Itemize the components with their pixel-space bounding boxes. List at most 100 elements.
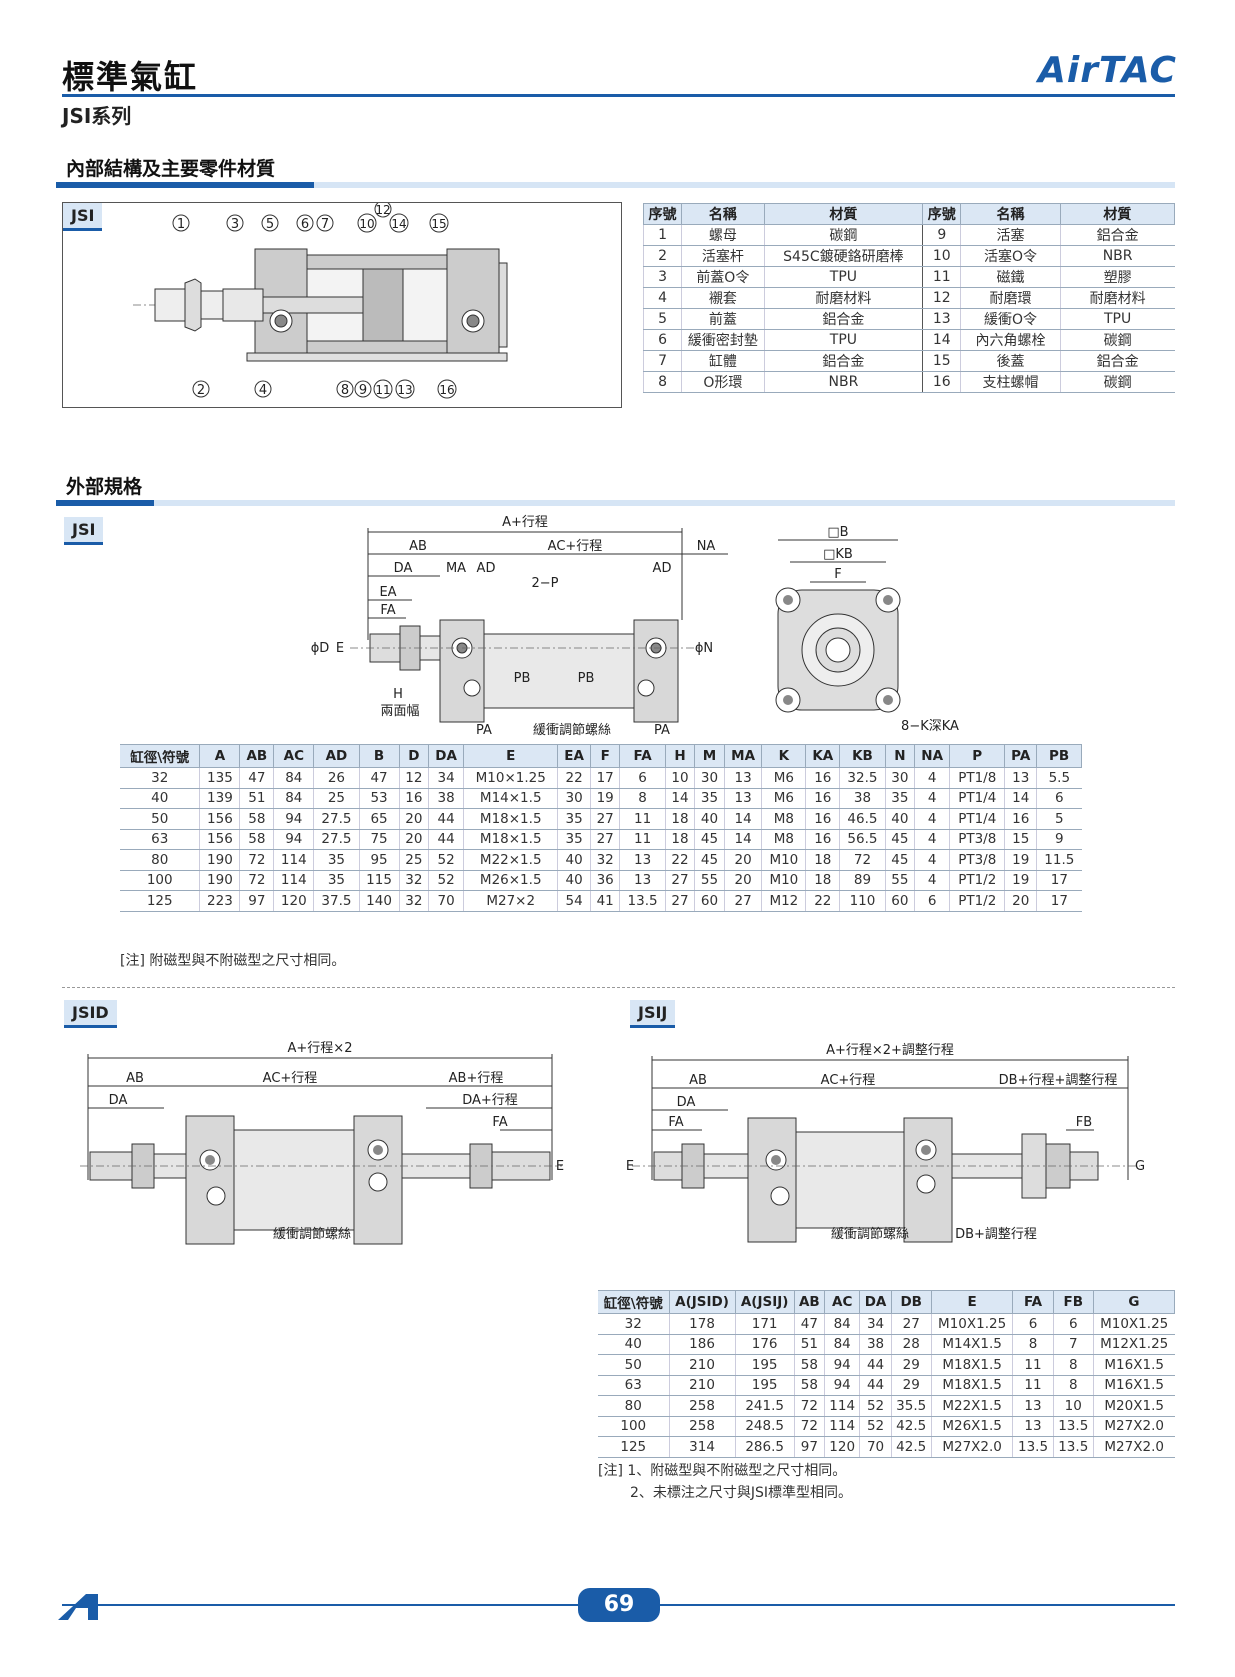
table-cell: 6 [1052, 1313, 1094, 1335]
table-cell: 50 [120, 808, 200, 830]
table-cell: 44 [859, 1354, 892, 1376]
footer-a-logo-icon [58, 1594, 98, 1620]
table-cell: 248.5 [734, 1416, 795, 1437]
parts-cell: TPU [1059, 308, 1175, 330]
table-header-cell: DA [428, 744, 465, 768]
table-cell: 27 [664, 870, 695, 891]
table-cell: 20 [398, 808, 429, 830]
table-cell: 13.5 [1052, 1416, 1094, 1437]
table-header-cell: AD [313, 744, 360, 768]
table-cell: 27 [664, 890, 695, 912]
table-cell: 30 [694, 767, 725, 789]
table-cell: 47 [793, 1313, 825, 1335]
table-cell: 10 [664, 767, 695, 789]
table-cell: 10 [1052, 1395, 1094, 1417]
table-cell: 115 [358, 870, 400, 891]
table-cell: 55 [884, 870, 915, 891]
parts-header-material: 材質 [763, 203, 924, 225]
table-cell: 55 [694, 870, 725, 891]
table-cell: 52 [859, 1416, 892, 1437]
page-number: 69 [578, 1588, 660, 1622]
table-cell: M6 [761, 767, 806, 789]
table-cell: M26X1.5 [930, 1416, 1013, 1437]
table-cell: 84 [273, 788, 314, 809]
jsid-tag: JSID [64, 1000, 117, 1028]
table-cell: 4 [914, 808, 950, 830]
dim-e: E [336, 641, 344, 656]
dim-ad-right: AD [653, 561, 672, 576]
dim-ea: EA [379, 585, 396, 600]
table-cell: 25 [313, 788, 360, 809]
table-cell: M10X1.25 [1092, 1313, 1175, 1335]
table-cell: 40 [557, 870, 591, 891]
table-cell: 51 [793, 1334, 825, 1355]
parts-cell: 3 [642, 266, 682, 288]
table-cell: 25 [398, 849, 429, 871]
parts-cell: S45C鍍硬鉻研磨棒 [763, 245, 923, 267]
parts-cell: 5 [642, 308, 682, 330]
table-cell: M22X1.5 [930, 1395, 1013, 1417]
callout-3: 3 [231, 217, 239, 232]
parts-cell: NBR [1059, 245, 1175, 267]
table-cell: 42.5 [890, 1416, 932, 1437]
table-cell: 46.5 [839, 808, 886, 830]
table-cell: 156 [199, 829, 240, 850]
table-header-cell: K [761, 744, 807, 768]
table-cell: 186 [668, 1334, 736, 1355]
table-cell: M16X1.5 [1092, 1375, 1175, 1396]
dim-na: NA [697, 539, 716, 554]
callout-12: 12 [375, 203, 390, 217]
external-tag: JSI [64, 517, 104, 545]
table-cell: M14×1.5 [463, 788, 558, 809]
table-cell: 9 [1036, 829, 1082, 850]
dim-pb: PB [514, 671, 531, 686]
table-cell: 97 [793, 1436, 825, 1458]
external-drawing: A+行程 AB AC+行程 NA DA MA AD 2−P AD EA FA ϕ… [311, 515, 959, 738]
table-cell: 75 [358, 829, 400, 850]
jsid-da: DA [109, 1093, 128, 1108]
parts-cell: 1 [642, 224, 682, 246]
table-header-cell: P [949, 744, 1006, 768]
table-cell: 20 [723, 870, 762, 891]
table-cell: 13.5 [619, 890, 666, 912]
table-cell: 120 [823, 1436, 860, 1458]
parts-cell: 15 [922, 350, 961, 372]
table-cell: 14 [723, 829, 762, 850]
dim-h: H [393, 687, 403, 702]
parts-cell: 前蓋 [681, 308, 765, 330]
callout-4: 4 [259, 383, 267, 398]
table-cell: 13 [723, 788, 762, 809]
table-cell: 35 [557, 808, 591, 830]
table-cell: 95 [358, 849, 400, 871]
parts-cell: 磁鐵 [960, 266, 1061, 288]
table-header-cell: MA [723, 744, 763, 768]
parts-cell: 前蓋O令 [681, 266, 765, 288]
table-cell: 258 [668, 1395, 736, 1417]
external-note: [注] 附磁型與不附磁型之尺寸相同。 [120, 953, 346, 969]
table-header-cell: E [930, 1290, 1014, 1314]
table-cell: 4 [914, 870, 950, 891]
table-cell: 35 [557, 829, 591, 850]
section-external-bar [56, 500, 1175, 506]
jsij-cushion-screw: 緩衝調節螺絲 [831, 1227, 909, 1242]
table-cell: 16 [398, 788, 429, 809]
parts-header-no: 序號 [922, 203, 962, 225]
table-cell: 35 [884, 788, 915, 809]
table-header-cell: A(JSIJ) [734, 1290, 795, 1314]
parts-cell: 鋁合金 [1059, 224, 1175, 246]
callout-6: 6 [301, 217, 309, 232]
table-cell: 63 [598, 1375, 670, 1396]
table-cell: 140 [358, 890, 400, 912]
table-cell: 8 [1012, 1334, 1054, 1355]
parts-header-name: 名稱 [681, 203, 765, 225]
table-cell: 34 [428, 767, 464, 789]
parts-cell: 9 [922, 224, 961, 246]
table-cell: 19 [589, 788, 620, 809]
